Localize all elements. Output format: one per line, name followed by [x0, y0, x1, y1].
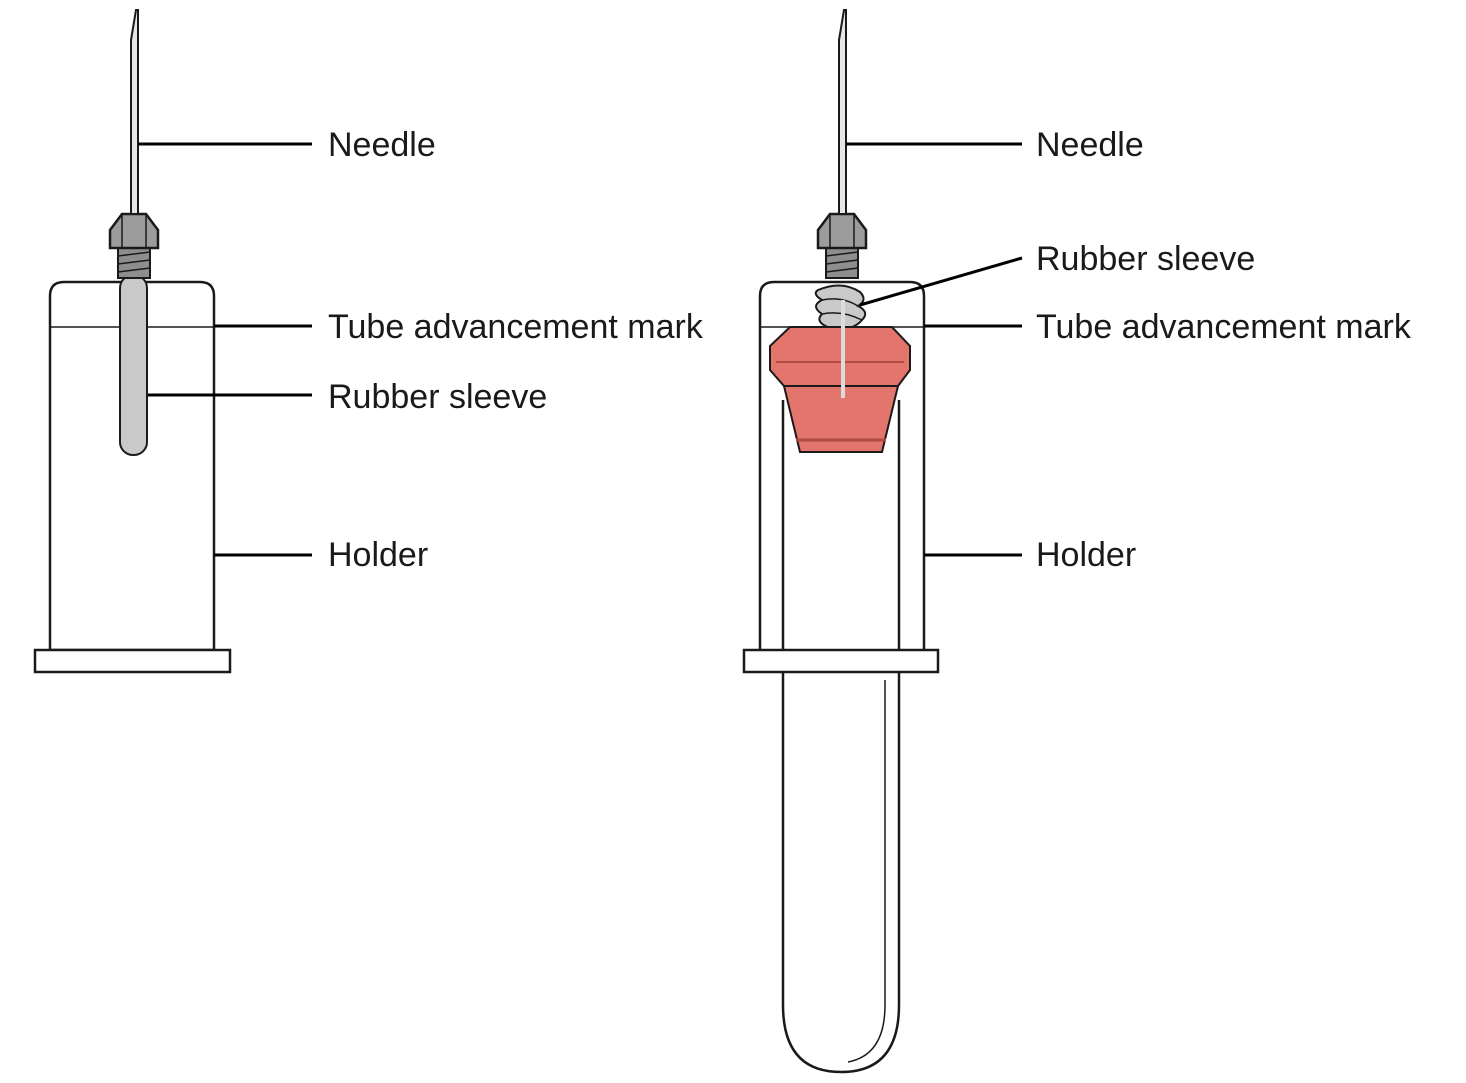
right-evacuated-tube [781, 400, 901, 1074]
right-tube-stopper [769, 326, 911, 453]
right-rubber-sleeve-label: Rubber sleeve [1036, 240, 1255, 278]
left-tube-advancement-mark-label: Tube advancement mark [328, 308, 704, 346]
right-tube-highlight [847, 680, 886, 1063]
left-hub-threads [117, 247, 151, 279]
right-hub-threads [825, 247, 859, 279]
right-sleeve-leader [859, 256, 1023, 307]
right-assembly [742, 9, 940, 1074]
right-rubber-sleeve [814, 284, 867, 330]
right-needle-label: Needle [1036, 126, 1144, 164]
left-assembly [33, 9, 232, 674]
left-holder-label: Holder [328, 536, 428, 574]
left-needle-hub [108, 212, 160, 250]
right-holder-flange [742, 648, 940, 674]
left-rubber-sleeve-label: Rubber sleeve [328, 378, 547, 416]
left-needle [130, 9, 139, 215]
left-holder [48, 280, 216, 652]
right-holder [758, 280, 926, 650]
left-rubber-sleeve [119, 274, 148, 456]
right-tube-advancement-mark-label: Tube advancement mark [1036, 308, 1412, 346]
left-needle-label: Needle [328, 126, 436, 164]
right-needle [838, 9, 847, 215]
right-holder-label: Holder [1036, 536, 1136, 574]
left-holder-flange [33, 648, 232, 674]
right-needle-hub [816, 212, 868, 250]
